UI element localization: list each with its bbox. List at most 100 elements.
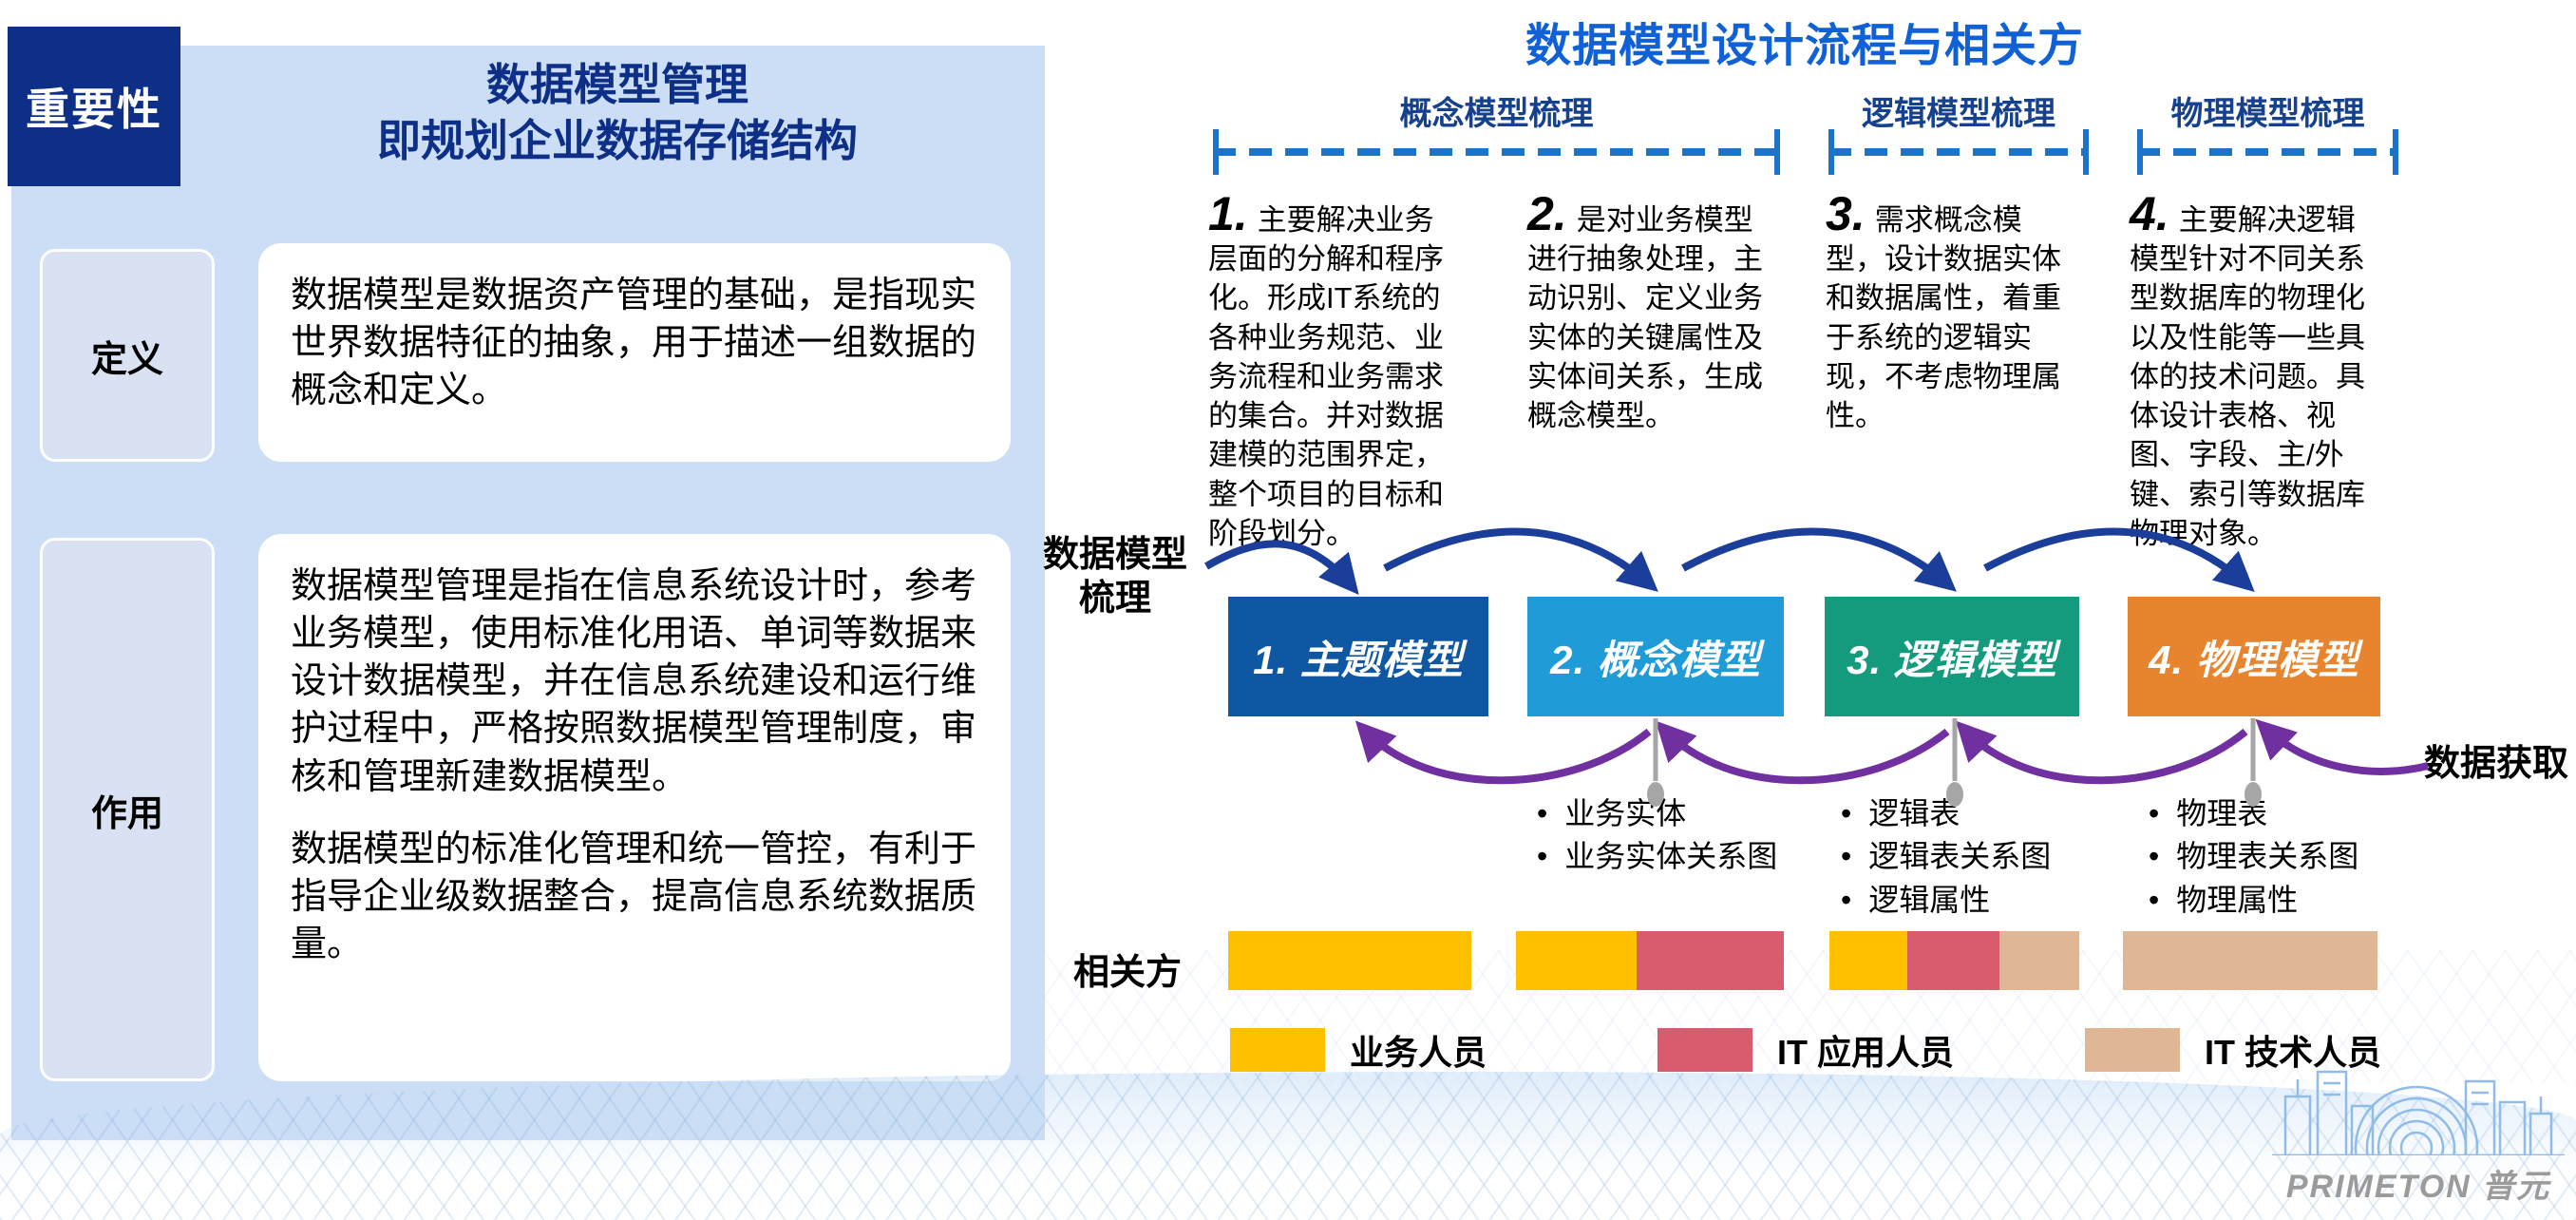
flow-row-label-line1: 数据模型 [1042,535,1187,575]
flow-row-label: 数据模型 梳理 [1039,534,1191,620]
phase-tick-left [1213,129,1219,175]
output-item: 逻辑表 [1841,792,2126,835]
role-label-box: 作用 [40,538,215,1081]
role-paragraph-1: 数据模型管理是指在信息系统设计时，参考业务模型，使用标准化用语、单词等数据来设计… [291,566,977,797]
stakeholder-bar-4 [2123,931,2377,990]
output-text: 逻辑属性 [1868,882,1991,917]
legend-item-business: 业务人员 [1230,1028,1487,1072]
phase-bracket-conceptual: 概念模型梳理 [1213,87,1780,182]
role-content-box: 数据模型管理是指在信息系统设计时，参考业务模型，使用标准化用语、单词等数据来设计… [258,534,1011,1081]
model-box-conceptual: 2. 概念模型 [1527,597,1784,716]
step-number-4: 4. [2130,187,2169,240]
stakeholder-bar-3 [1829,931,2079,990]
phase-bracket-physical: 物理模型梳理 [2137,87,2398,182]
legend-label-it-app: IT 应用人员 [1777,1033,1954,1072]
step-number-2: 2. [1527,187,1567,240]
phase-tick-left [1828,129,1834,175]
role-label: 作用 [90,793,163,834]
step-description-3: 3.需求概念模型，设计数据实体和数据属性，着重于系统的逻辑实现，不考虑物理属性。 [1826,190,2074,435]
stakeholder-bar-2 [1516,931,1784,990]
logo-text: PRIMETON 普元 [2286,1169,2551,1205]
legend-label-business: 业务人员 [1350,1033,1487,1072]
phase-dash-line [1213,148,1780,156]
left-title: 数据模型管理 即规划企业数据存储结构 [209,57,1026,169]
step-description-2: 2.是对业务模型进行抽象处理，主动识别、定义业务实体的关键属性及实体间关系，生成… [1527,190,1776,435]
purple-arrow-4 [2255,718,2429,775]
diagram-title: 数据模型设计流程与相关方 [1525,21,2084,71]
step-description-4: 4.主要解决逻辑模型针对不同关系型数据库的物理化以及性能等一些具体的技术问题。具… [2130,190,2378,553]
legend-swatch-it-tech [2085,1028,2180,1072]
definition-text: 数据模型是数据资产管理的基础，是指现实世界数据特征的抽象，用于描述一组数据的概念… [291,276,977,411]
output-item: 业务实体 [1537,792,1822,835]
purple-arrow-1 [1354,720,1652,785]
legend-item-it-tech: IT 技术人员 [2085,1028,2381,1072]
output-item: 物理表 [2149,792,2434,835]
stakeholder-bar-segment [1636,931,1784,990]
stakeholder-row-label: 相关方 [1073,953,1183,993]
model-box-conceptual-label: 2. 概念模型 [1550,637,1761,682]
output-item: 业务实体关系图 [1537,835,1822,878]
step-text-3: 需求概念模型，设计数据实体和数据属性，着重于系统的逻辑实现，不考虑物理属性。 [1826,203,2061,433]
phase-label-physical: 物理模型梳理 [2170,96,2365,132]
blue-arrow-3 [1681,527,1957,592]
output-item: 逻辑属性 [1841,879,2126,922]
outputs-logical: 逻辑表 逻辑表关系图 逻辑属性 [1841,792,2126,922]
stakeholder-bar-1 [1228,931,1471,990]
output-text: 物理表 [2176,796,2268,830]
purple-arrow-2 [1655,720,1950,785]
output-text: 业务实体 [1564,796,1687,830]
backward-arrows-purple [1354,718,2429,785]
importance-tag-label: 重要性 [26,85,162,134]
step-description-1: 1.主要解决业务层面的分解和程序化。形成IT系统的各种业务规范、业务流程和业务需… [1208,190,1459,553]
role-paragraph-2: 数据模型的标准化管理和统一管控，有利于指导企业级数据整合，提高信息系统数据质量。 [291,829,977,965]
phase-tick-left [2137,129,2143,175]
phase-dash-line [1828,148,2089,156]
definition-content-box: 数据模型是数据资产管理的基础，是指现实世界数据特征的抽象，用于描述一组数据的概念… [258,243,1011,462]
step-text-4: 主要解决逻辑模型针对不同关系型数据库的物理化以及性能等一些具体的技术问题。具体设… [2130,203,2365,550]
model-box-logical: 3. 逻辑模型 [1825,597,2079,716]
phase-tick-right [2083,129,2089,175]
output-item: 物理属性 [2149,879,2434,922]
phase-tick-right [1774,129,1780,175]
model-box-physical-label: 4. 物理模型 [2149,637,2359,682]
output-text: 物理属性 [2176,882,2299,917]
output-text: 逻辑表关系图 [1868,839,2052,874]
step-text-2: 是对业务模型进行抽象处理，主动识别、定义业务实体的关键属性及实体间关系，生成概念… [1527,203,1763,433]
phase-bracket-logical: 逻辑模型梳理 [1828,87,2089,182]
legend-swatch-it-app [1657,1028,1752,1072]
legend-item-it-app: IT 应用人员 [1657,1028,1954,1072]
model-box-subject-label: 1. 主题模型 [1253,637,1464,682]
step-number-3: 3. [1826,187,1866,240]
phase-label-logical: 逻辑模型梳理 [1862,96,2055,132]
output-text: 物理表关系图 [2176,839,2359,874]
stakeholder-bar-segment [1998,931,2079,990]
data-acquire-label: 数据获取 [2424,744,2569,784]
output-item: 逻辑表关系图 [1841,835,2126,878]
phase-label-conceptual: 概念模型梳理 [1399,96,1594,132]
model-box-logical-label: 3. 逻辑模型 [1847,637,2057,682]
step-text-1: 主要解决业务层面的分解和程序化。形成IT系统的各种业务规范、业务流程和业务需求的… [1208,203,1444,550]
legend-label-it-tech: IT 技术人员 [2205,1033,2381,1072]
stakeholder-bar-segment [1906,931,1999,990]
output-text: 逻辑表 [1868,796,1960,830]
stakeholder-bar-segment [2123,931,2377,990]
model-box-physical: 4. 物理模型 [2128,597,2380,716]
importance-tag: 重要性 [8,27,180,186]
definition-label: 定义 [90,339,163,380]
outputs-physical: 物理表 物理表关系图 物理属性 [2149,792,2434,922]
purple-arrow-3 [1955,720,2248,785]
model-box-subject: 1. 主题模型 [1228,597,1488,716]
definition-label-box: 定义 [40,249,215,462]
phase-tick-right [2393,129,2398,175]
phase-dash-line [2137,148,2398,156]
output-text: 业务实体关系图 [1564,839,1778,874]
stakeholder-bar-segment [1516,931,1637,990]
left-title-line1: 数据模型管理 [486,60,748,109]
step-number-1: 1. [1208,187,1248,240]
outputs-conceptual: 业务实体 业务实体关系图 [1537,792,1822,879]
legend-swatch-business [1230,1028,1325,1072]
left-title-line2: 即规划企业数据存储结构 [377,115,858,165]
stakeholder-bar-segment [1228,931,1471,990]
flow-row-label-line2: 梳理 [1078,578,1151,619]
